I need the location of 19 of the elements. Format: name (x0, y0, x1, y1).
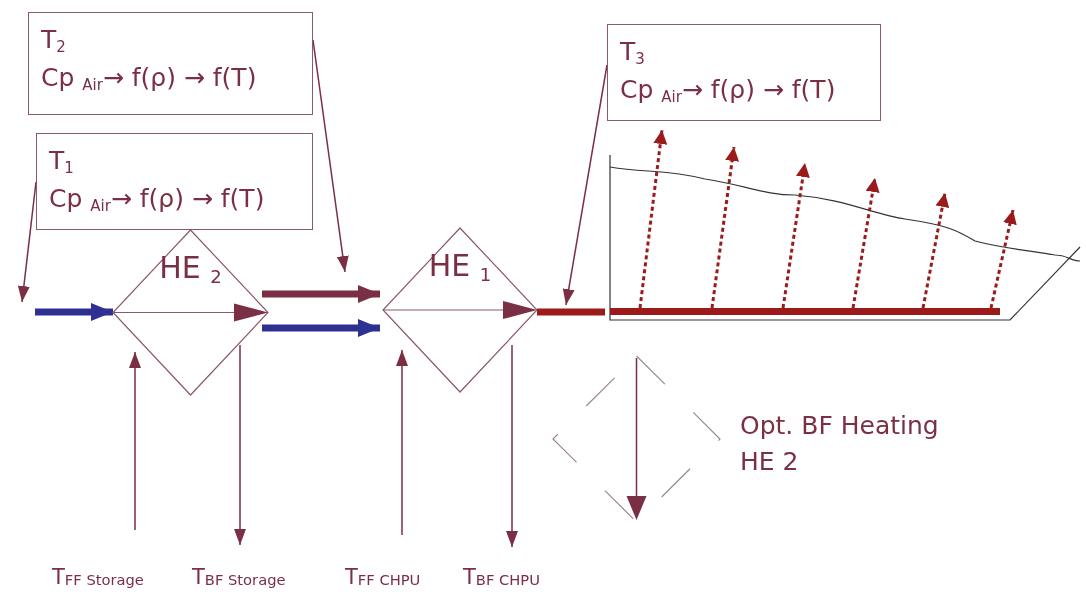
leader-arrow (17, 181, 37, 303)
leader-arrow (312, 39, 349, 273)
exchanger-label: HE $_{1}$ (427, 248, 493, 285)
note-text: Opt. BF Heating HE 2 (740, 410, 940, 479)
flow-arrow (129, 351, 141, 531)
temperature-label: T$_{2}$ (41, 24, 67, 58)
formula-text: Cp $_{Air}$→ f(ρ) → f(T) (620, 73, 837, 108)
formula-text: Cp $_{Air}$→ f(ρ) → f(T) (41, 61, 258, 96)
label-box (36, 133, 313, 230)
temperature-label: T$_{3}$ (620, 36, 646, 70)
formula-text: Cp $_{Air}$→ f(ρ) → f(T) (49, 182, 266, 217)
label-box (607, 24, 881, 121)
label-box (28, 12, 313, 115)
flow-arrow (234, 344, 246, 546)
exchanger-label: HE $_{2}$ (158, 250, 223, 287)
leader-arrow (562, 64, 608, 306)
flow-arrow (506, 344, 518, 548)
flow-arrow (396, 349, 408, 536)
temperature-label: T$_{1}$ (49, 145, 75, 179)
